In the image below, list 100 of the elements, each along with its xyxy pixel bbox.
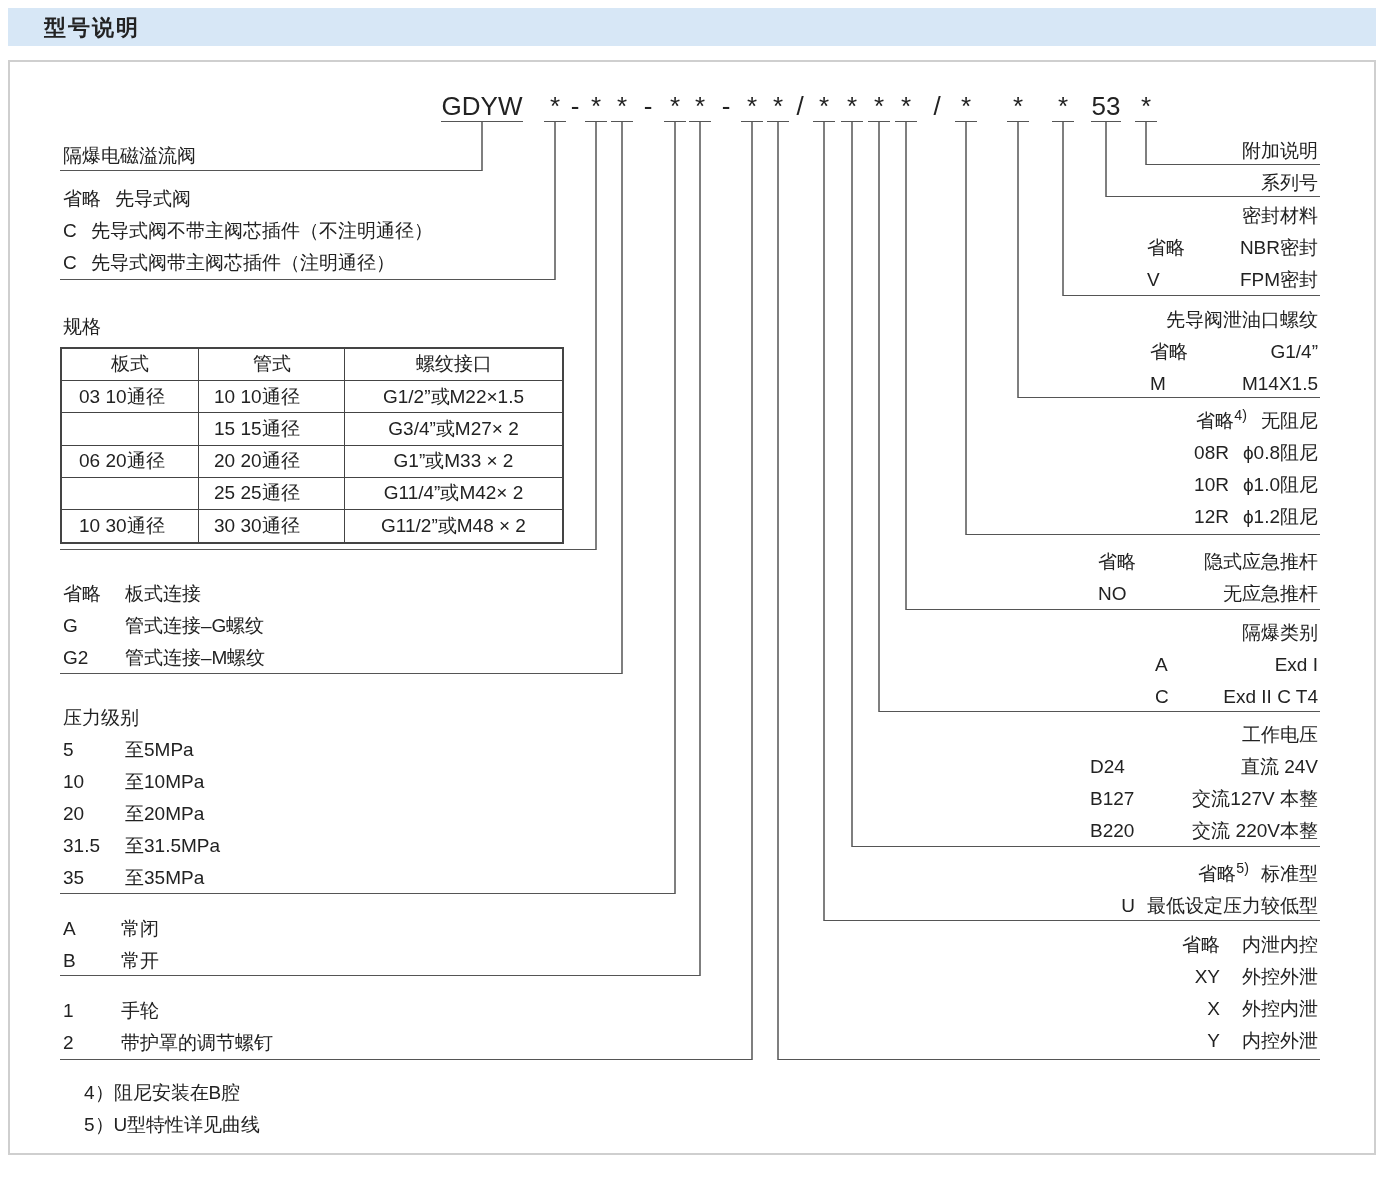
footnote: 4）阻尼安装在B腔: [84, 1082, 241, 1103]
code-separator: -: [569, 92, 581, 120]
option-code: G2: [63, 647, 89, 668]
option-code: 省略$^{5)}$: [1198, 858, 1249, 886]
table-cell: 03 10通径: [62, 381, 199, 414]
leader-line: [1017, 121, 1019, 399]
option-code: 08R: [1194, 441, 1229, 465]
option-code: 省略: [1182, 933, 1220, 957]
option-code: C: [1155, 685, 1169, 709]
option-description: 板式连接: [125, 582, 201, 606]
option-description: 带护罩的调节螺钉: [121, 1031, 273, 1055]
code-segment: *: [741, 92, 763, 122]
code-segment: *: [1052, 92, 1074, 122]
option-code: 省略: [63, 187, 101, 211]
leader-line: [751, 121, 753, 1061]
option-description: 至10MPa: [125, 770, 205, 794]
option-code: 省略: [1147, 236, 1185, 260]
option-description: 无应急推杆: [1223, 582, 1318, 606]
option-description: 标准型: [1261, 862, 1318, 886]
leader-line: [823, 121, 825, 922]
table-cell-text: G11/2”或M48 × 2: [380, 513, 527, 538]
code-segment: *: [895, 92, 917, 122]
option-description: 先导式阀带主阀芯插件（注明通径）: [90, 251, 395, 275]
option-code: V: [1147, 268, 1160, 292]
code-segment: *: [1007, 92, 1029, 122]
option-code: B127: [1090, 787, 1135, 811]
table-cell: 10 30通径: [62, 509, 199, 543]
leader-line: [674, 121, 676, 895]
option-code: G: [63, 615, 78, 636]
option-description: ϕ0.8阻尼: [1242, 441, 1318, 465]
option-code: 省略$^{4)}$: [1196, 405, 1247, 433]
option-description: Exd I: [1274, 653, 1318, 677]
leader-line: [851, 121, 853, 848]
option-code: 2: [63, 1032, 74, 1053]
option-code: 10: [63, 771, 85, 792]
leader-line: [878, 121, 880, 713]
option-code: 1: [63, 1000, 74, 1021]
code-segment: GDYW: [441, 92, 523, 122]
code-segment: *: [611, 92, 633, 122]
group-heading: 附加说明: [1242, 140, 1318, 161]
leader-line: [777, 121, 779, 1061]
code-segment: 53: [1091, 92, 1121, 122]
group-heading: 工作电压: [1242, 724, 1318, 745]
code-separator: /: [932, 92, 942, 120]
option-description: 至31.5MPa: [125, 834, 221, 858]
table-cell: G1”或M33 × 2: [345, 445, 562, 478]
option-code: 省略: [1150, 340, 1188, 364]
option-code: M: [1150, 372, 1166, 396]
code-segment: *: [1135, 92, 1157, 122]
option-description: 外控外泄: [1242, 965, 1318, 989]
code-separator: -: [642, 92, 654, 120]
table-cell: 管式: [199, 349, 345, 382]
option-description: ϕ1.0阻尼: [1242, 473, 1318, 497]
code-segment: *: [767, 92, 789, 122]
option-code: C: [63, 219, 77, 243]
code-segment: *: [544, 92, 566, 122]
option-description: 交流 220V本整: [1192, 819, 1318, 843]
table-cell: 20 20通径: [199, 445, 345, 478]
option-description: 至35MPa: [125, 866, 205, 890]
table-cell: 板式: [62, 349, 199, 382]
footnote: 5）U型特性详见曲线: [84, 1114, 261, 1135]
code-segment: *: [689, 92, 711, 122]
option-description: Exd II C T4: [1223, 685, 1318, 709]
table-cell: 15 15通径: [199, 413, 345, 446]
option-code: 20: [63, 803, 85, 824]
option-code: 35: [63, 867, 85, 888]
option-description: 至20MPa: [125, 802, 205, 826]
option-description: ϕ1.2阻尼: [1242, 505, 1318, 529]
option-description: NBR密封: [1239, 236, 1318, 260]
option-description: 直流 24V: [1240, 755, 1318, 779]
option-description: 内控外泄: [1242, 1029, 1318, 1053]
group-heading: 压力级别: [63, 707, 139, 728]
group-heading: 规格: [63, 316, 101, 337]
option-code: NO: [1098, 582, 1127, 606]
table-cell: G11/4”或M42× 2: [345, 477, 562, 510]
table-cell: 10 10通径: [199, 381, 345, 414]
option-description: 先导式阀不带主阀芯插件（不注明通径）: [90, 219, 433, 243]
table-cell: 06 20通径: [62, 445, 199, 478]
code-segment: *: [664, 92, 686, 122]
option-code: 省略: [1098, 550, 1136, 574]
option-description: 先导式阀: [115, 187, 191, 211]
option-code: B220: [1090, 819, 1135, 843]
code-segment: *: [868, 92, 890, 122]
option-code: 10R: [1194, 473, 1229, 497]
option-description: 手轮: [121, 999, 159, 1023]
option-description: 外控内泄: [1242, 997, 1318, 1021]
table-cell: G3/4”或M27× 2: [345, 413, 562, 446]
option-description: 常闭: [121, 917, 159, 941]
option-code: 12R: [1194, 505, 1229, 529]
code-segment: *: [841, 92, 863, 122]
leader-line: [595, 121, 597, 551]
table-cell: 30 30通径: [199, 509, 345, 543]
leader-line: [699, 121, 701, 977]
option-description: 内泄内控: [1242, 933, 1318, 957]
code-separator: -: [720, 92, 732, 120]
option-code: C: [63, 251, 77, 275]
leader-line: [554, 121, 556, 281]
group-heading: 先导阀泄油口螺纹: [1166, 309, 1318, 330]
option-description: FPM密封: [1239, 268, 1318, 292]
option-code: A: [63, 918, 76, 939]
